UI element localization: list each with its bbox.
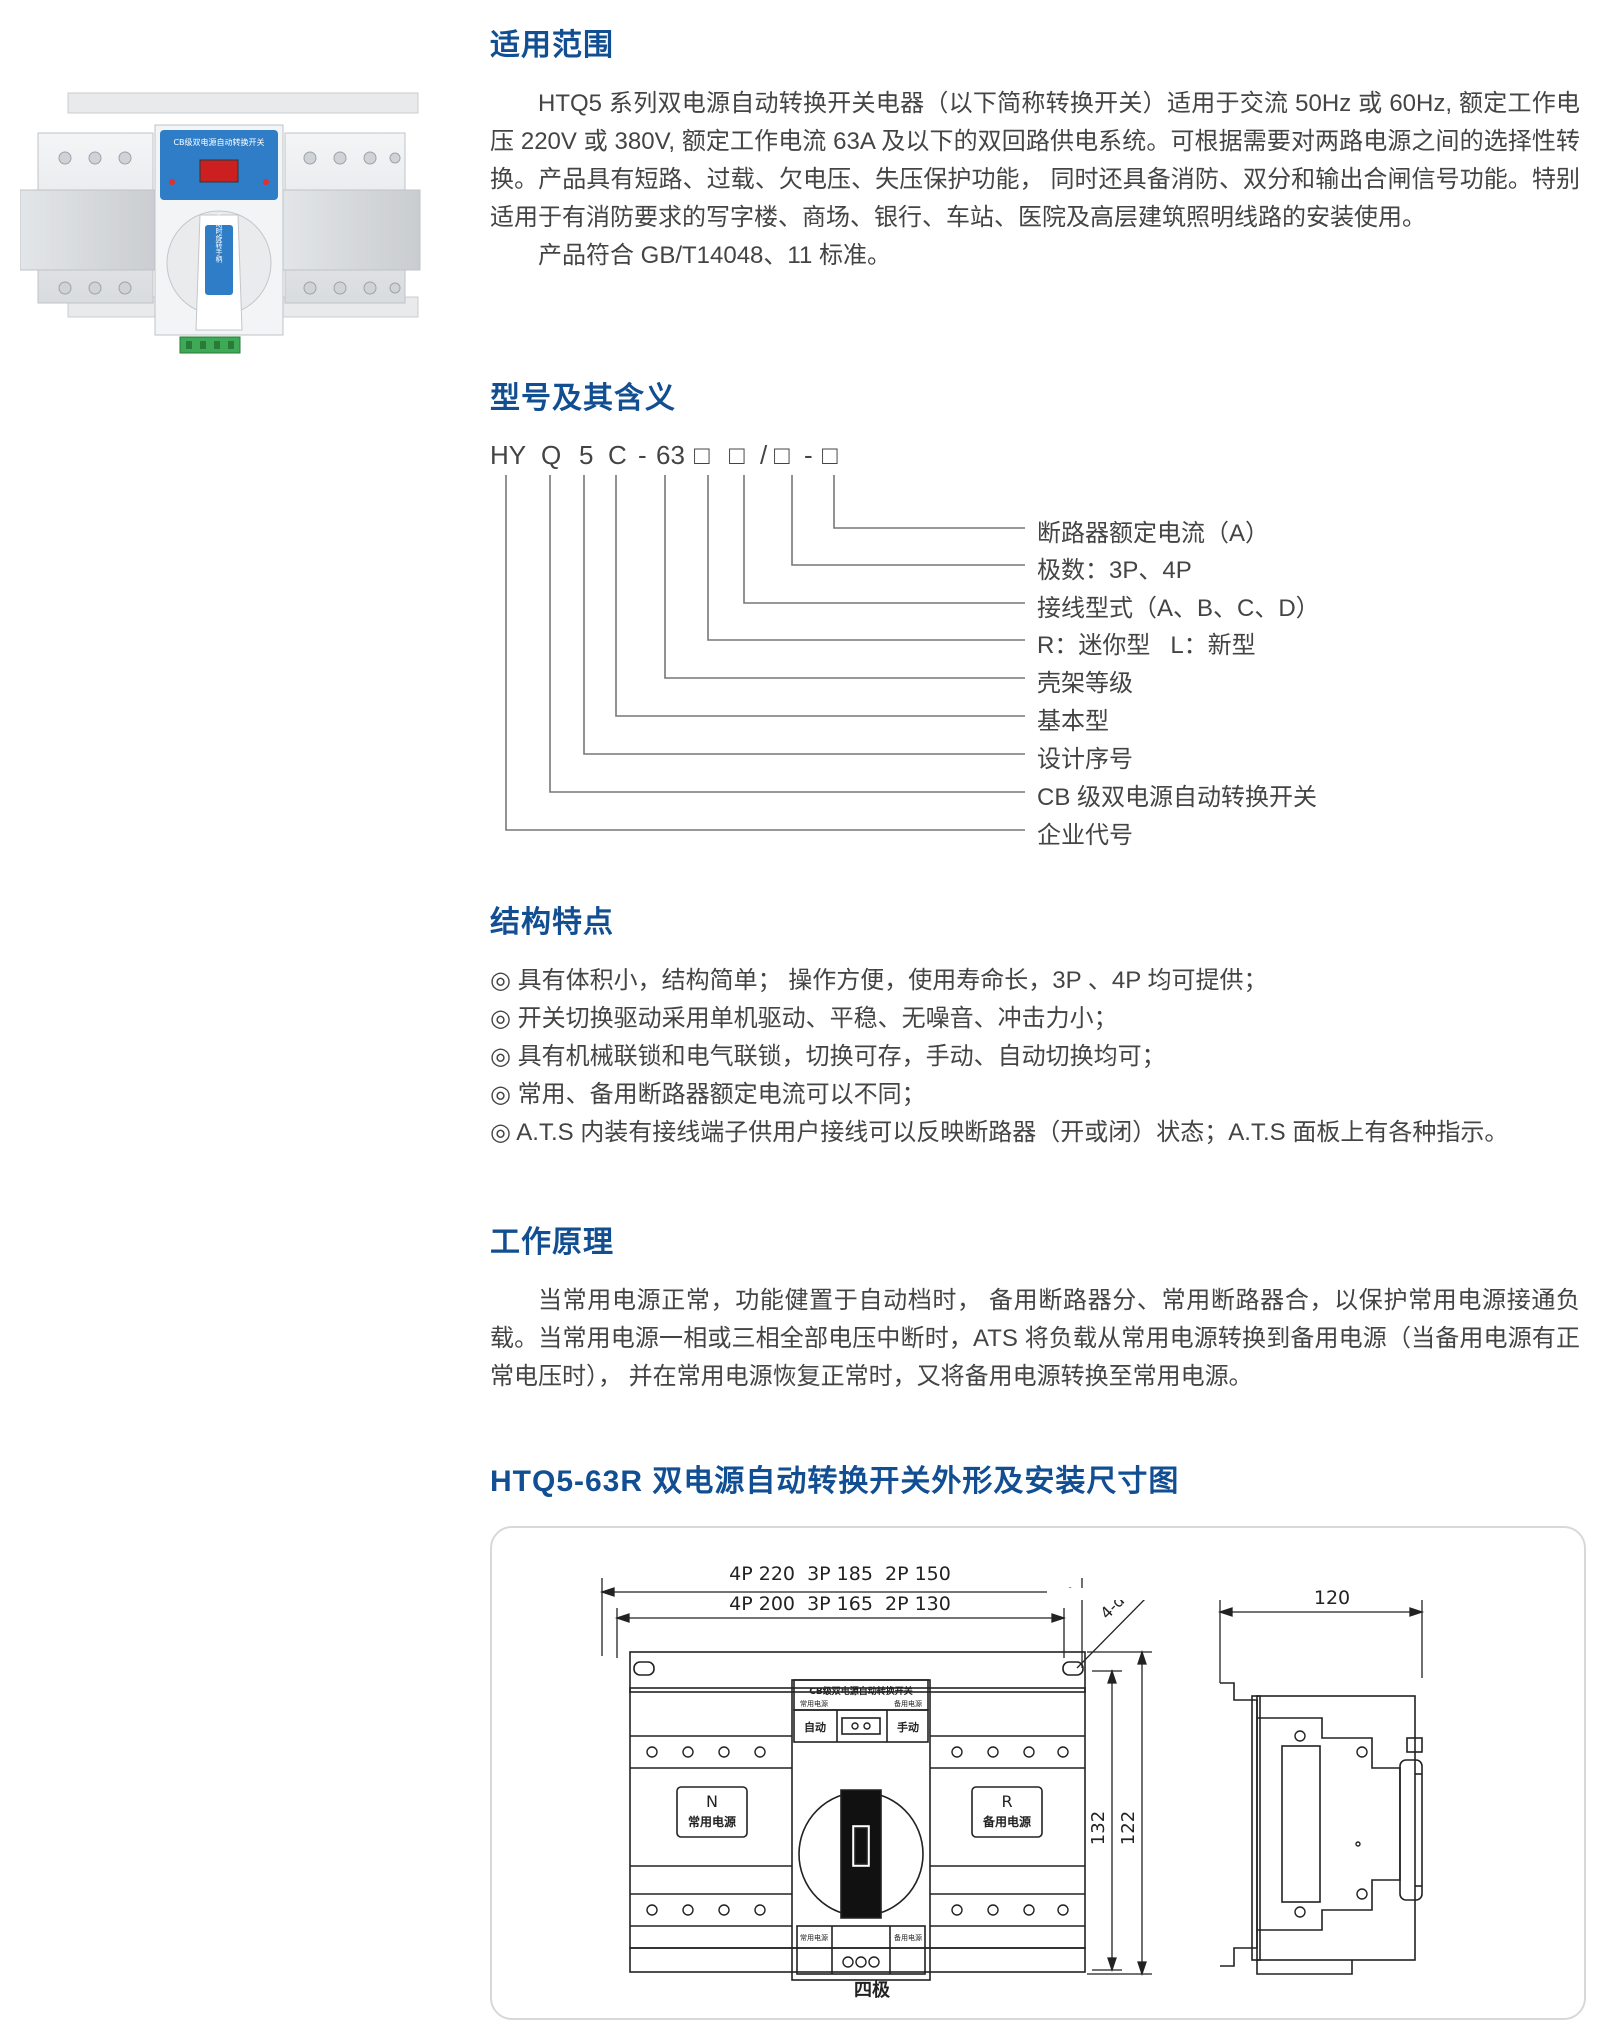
dim-height-2: 122	[1118, 1811, 1139, 1845]
side-view-drawing: 120	[1047, 1587, 1425, 1975]
panel-right-small: 备用电源	[894, 1699, 922, 1708]
principle-text: 当常用电源正常，功能健置于自动档时， 备用断路器分、常用断路器合，以保护常用电源…	[490, 1282, 1580, 1396]
meaning-company: 企业代号	[1037, 822, 1133, 849]
leader-line-poles	[791, 475, 1025, 566]
meaning-design: 设计序号	[1037, 746, 1133, 773]
code-part-box4: □	[822, 440, 838, 470]
feature-item: ◎ 开关切换驱动采用单机驱动、平稳、无噪音、冲击力小；	[490, 1005, 1118, 1032]
dim-top-2: 4P 200 3P 165 2P 130	[729, 1593, 951, 1615]
code-part-box1: □	[694, 440, 710, 470]
dimension-drawing-box: CB级双电源自动转换开关 常用电源 备用电源 自动 手动 N 常用电源 R 备用…	[490, 1526, 1586, 2020]
leader-line-cb	[549, 475, 1025, 793]
meaning-current: 断路器额定电流（A）	[1037, 520, 1270, 547]
n-letter: N	[706, 1792, 718, 1811]
meaning-type: R：迷你型 L：新型	[1037, 632, 1256, 659]
meaning-poles: 极数：3P、4P	[1037, 557, 1192, 584]
code-part-dash1: -	[638, 440, 647, 470]
feature-item: ◎ 常用、备用断路器额定电流可以不同；	[490, 1081, 926, 1108]
code-part-q: Q	[541, 440, 562, 470]
r-letter: R	[1001, 1792, 1012, 1811]
scope-title: 适用范围	[490, 29, 614, 62]
photo-panel-text: CB级双电源自动转换开关	[173, 137, 264, 147]
leader-line-basic	[615, 475, 1025, 717]
code-part-box3: □	[774, 440, 790, 470]
bottom-left-label: 常用电源	[800, 1933, 828, 1942]
feature-item: ◎ A.T.S 内装有接线端子供用户接线可以反映断路器（开或闭）状态；A.T.S…	[490, 1119, 1509, 1146]
code-part-slash: /	[760, 440, 768, 470]
feature-item: ◎ 具有体积小，结构简单； 操作方便，使用寿命长，3P 、4P 均可提供；	[490, 967, 1268, 994]
model-title: 型号及其含义	[490, 382, 676, 415]
code-part-hy: HY	[490, 440, 527, 470]
leader-line-frame	[664, 475, 1025, 679]
feature-item: ◎ 具有机械联锁和电气联锁，切换可存，手动、自动切换均可；	[490, 1043, 1166, 1070]
meaning-wiring: 接线型式（A、B、C、D）	[1037, 595, 1320, 622]
panel-left-small: 常用电源	[800, 1699, 828, 1708]
panel-title: CB级双电源自动转换开关	[809, 1685, 912, 1697]
leader-line-wiring	[743, 475, 1025, 604]
dim-top-1: 4P 220 3P 185 2P 150	[729, 1563, 951, 1585]
photo-handle-text: 手动时旋转手柄	[215, 213, 223, 264]
leader-line-current	[833, 475, 1025, 529]
scope-paragraph-1: HTQ5 系列双电源自动转换开关电器（以下简称转换开关）适用于交流 50Hz 或…	[490, 90, 1580, 231]
features-title: 结构特点	[490, 906, 614, 939]
model-leader-lines	[505, 475, 1025, 831]
dim-height-1: 132	[1088, 1811, 1109, 1845]
drawing-title: HTQ5-63R 双电源自动转换开关外形及安装尺寸图	[490, 1465, 1180, 1498]
code-part-5: 5	[579, 440, 594, 470]
leader-line-type	[707, 475, 1025, 641]
product-photo: CB级双电源自动转换开关 手动时旋转手柄	[20, 92, 421, 354]
leader-line-company	[505, 475, 1025, 831]
leader-line-design	[583, 475, 1025, 755]
r-label: 备用电源	[982, 1814, 1031, 1829]
code-part-63: 63	[656, 440, 685, 470]
meaning-basic: 基本型	[1037, 708, 1109, 735]
dim-depth: 120	[1314, 1587, 1350, 1609]
scope-paragraph-2: 产品符合 GB/T14048、11 标准。	[538, 242, 891, 269]
code-part-box2: □	[729, 440, 745, 470]
n-label: 常用电源	[688, 1814, 736, 1829]
meaning-cb: CB 级双电源自动转换开关	[1037, 784, 1318, 811]
features-list: ◎ 具有体积小，结构简单； 操作方便，使用寿命长，3P 、4P 均可提供； ◎ …	[490, 962, 1508, 1152]
code-part-c: C	[608, 440, 627, 470]
bottom-right-label: 备用电源	[894, 1933, 922, 1942]
auto-label: 自动	[804, 1720, 826, 1734]
principle-paragraph: 当常用电源正常，功能健置于自动档时， 备用断路器分、常用断路器合，以保护常用电源…	[490, 1287, 1580, 1390]
scope-text: HTQ5 系列双电源自动转换开关电器（以下简称转换开关）适用于交流 50Hz 或…	[490, 85, 1580, 275]
drawing-caption: 四极	[854, 1980, 890, 2000]
code-part-dash2: -	[804, 440, 813, 470]
principle-title: 工作原理	[490, 1226, 614, 1259]
manual-label: 手动	[897, 1720, 919, 1734]
meaning-frame: 壳架等级	[1037, 670, 1133, 697]
